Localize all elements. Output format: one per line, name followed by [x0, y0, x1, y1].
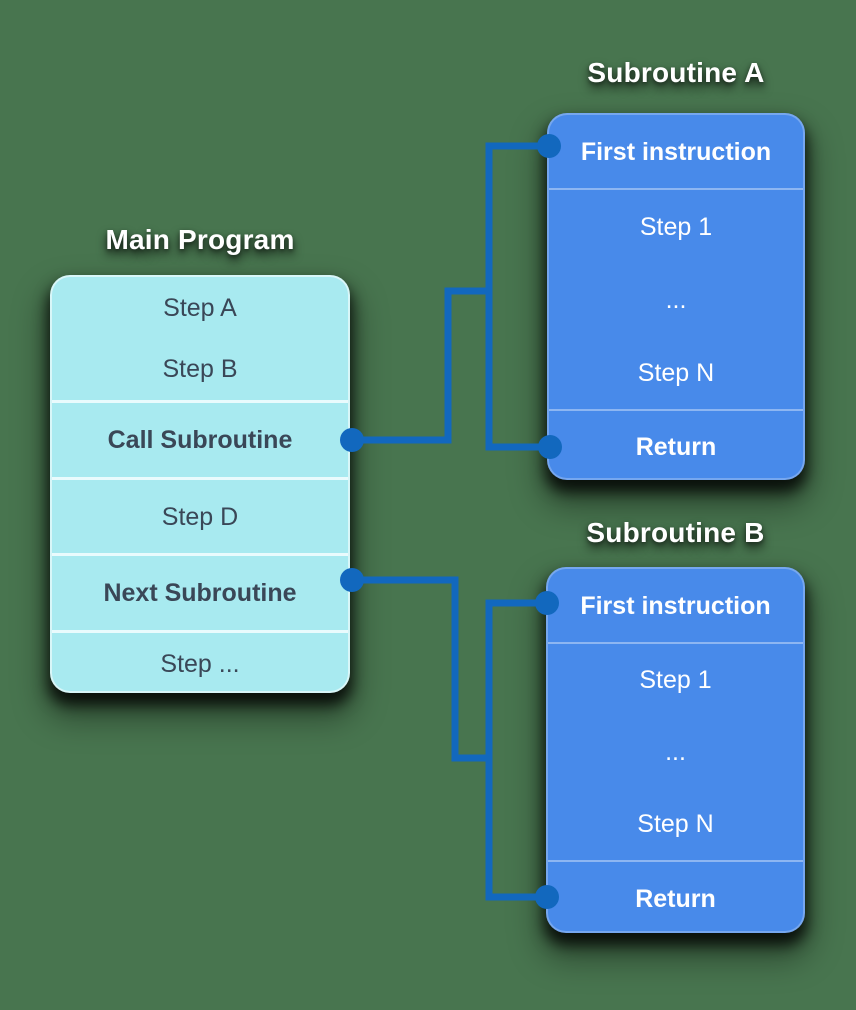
subroutine-b-return-row: Return	[548, 860, 803, 931]
subroutine-b-first-instruction-row: First instruction	[548, 569, 803, 642]
subroutine-b-first-instruction-label: First instruction	[580, 591, 771, 620]
main-step-b-label: Step B	[162, 355, 238, 384]
main-step-a-label: Step A	[163, 293, 237, 322]
subroutine-b-title: Subroutine B	[586, 517, 765, 548]
main-step-ellipsis-row: Step ...	[52, 630, 348, 691]
subroutine-a-ellipsis-label: ...	[665, 285, 687, 314]
main-call-subroutine-row: Call Subroutine	[52, 400, 348, 477]
main-program-title: Main Program	[105, 224, 295, 255]
subroutine-a-steps-section: Step 1 ... Step N	[549, 188, 803, 409]
subroutine-a-step1-label: Step 1	[639, 212, 713, 241]
main-step-ellipsis-label: Step ...	[160, 650, 240, 678]
subroutine-a-title: Subroutine A	[587, 57, 765, 88]
subroutine-b-return-label: Return	[635, 884, 716, 913]
main-section-steps-ab: Step A Step B	[52, 277, 348, 400]
subroutine-b-stepn-label: Step N	[637, 810, 714, 838]
connector-call-b-line	[352, 576, 547, 901]
main-program-box: Step A Step B Call Subroutine Step D Nex…	[50, 275, 350, 693]
main-step-d-row: Step D	[52, 477, 348, 553]
subroutine-a-return-row: Return	[549, 409, 803, 478]
subroutine-a-return-label: Return	[635, 432, 717, 461]
connector-call-a-line	[352, 142, 550, 451]
subroutine-a-stepn-label: Step N	[637, 358, 715, 387]
subroutine-a-first-instruction-label: First instruction	[580, 137, 772, 166]
subroutine-a-box: First instruction Step 1 ... Step N Retu…	[547, 113, 805, 480]
next-subroutine-label: Next Subroutine	[103, 579, 297, 607]
subroutine-b-steps-section: Step 1 ... Step N	[548, 642, 803, 860]
subroutine-b-box: First instruction Step 1 ... Step N Retu…	[546, 567, 805, 933]
main-next-subroutine-row: Next Subroutine	[52, 553, 348, 630]
main-step-d-label: Step D	[161, 502, 239, 531]
subroutine-b-ellipsis-label: ...	[665, 738, 686, 766]
call-subroutine-label: Call Subroutine	[107, 426, 293, 454]
subroutine-a-first-instruction-row: First instruction	[549, 115, 803, 188]
subroutine-b-step1-label: Step 1	[639, 666, 712, 694]
